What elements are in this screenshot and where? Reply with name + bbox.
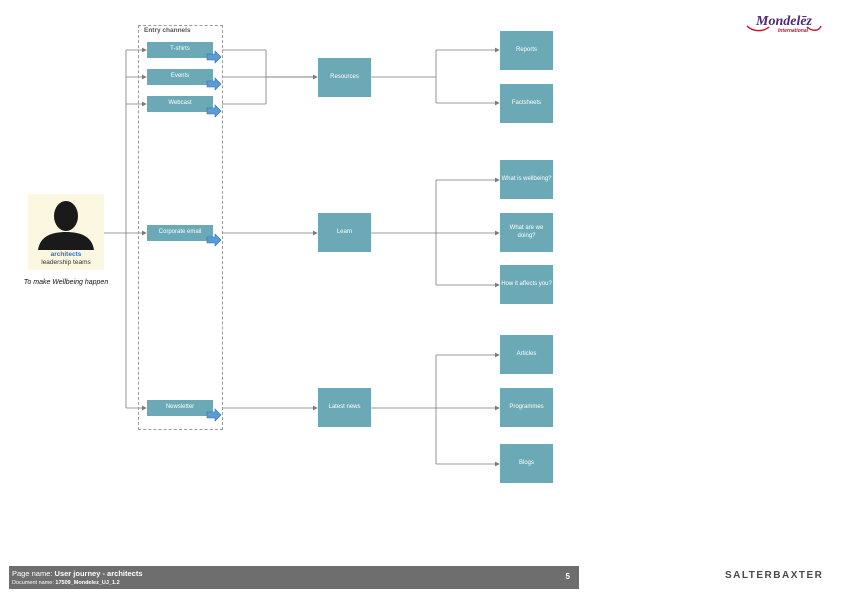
page-name-value: User journey - architects [54,569,143,578]
mondelez-logo: Mondelēz International [746,14,822,34]
hub-label: Latest news [328,403,361,410]
arrow-right-icon [206,233,222,247]
channel-newsletter[interactable]: Newsletter [147,400,213,416]
svg-text:International: International [778,28,809,34]
channel-events[interactable]: Events [147,69,213,85]
entry-channels-title: Entry channels [144,27,191,34]
persona-role: leadership teams [41,259,91,266]
entry-channels-group [138,25,223,430]
persona-name: architects [50,251,82,258]
channel-label: Newsletter [165,404,195,411]
doc-name-label: Document name: [12,580,54,586]
leaf-reports[interactable]: Reports [500,31,553,70]
leaf-what-is-wellbeing[interactable]: What is wellbeing? [500,160,553,199]
channel-tshirts[interactable]: T-shirts [147,42,213,58]
persona-card [28,194,104,270]
leaf-label: Programmes [509,403,544,410]
leaf-label: How it affects you? [501,280,552,287]
agency-logo: SALTERBAXTER [725,570,824,581]
leaf-label: Reports [515,46,537,53]
arrow-right-icon [206,408,222,422]
hub-label: Resources [330,73,359,80]
hub-latest-news[interactable]: Latest news [318,388,371,427]
hub-label: Learn [336,228,353,235]
person-silhouette-icon [38,201,94,250]
svg-text:Mondelēz: Mondelēz [755,14,813,29]
leaf-what-are-we-doing[interactable]: What are we doing? [500,213,553,252]
channel-corporate-email[interactable]: Corporate email [147,225,213,241]
channel-label: T-shirts [170,46,190,53]
leaf-blogs[interactable]: Blogs [500,444,553,483]
hub-learn[interactable]: Learn [318,213,371,252]
footer-page-name: Page name: User journey - architects [12,569,143,578]
leaf-factsheets[interactable]: Factsheets [500,84,553,123]
arrow-right-icon [206,77,222,91]
leaf-label: Blogs [518,459,534,466]
page-number: 5 [565,572,570,581]
leaf-label: What are we doing? [509,225,544,239]
leaf-label: Factsheets [511,99,542,106]
leaf-how-it-affects-you[interactable]: How it affects you? [500,265,553,304]
leaf-articles[interactable]: Articles [500,335,553,374]
leaf-programmes[interactable]: Programmes [500,388,553,427]
hub-resources[interactable]: Resources [318,58,371,97]
leaf-label: Articles [516,350,537,357]
doc-name-value: 17509_Mondelez_UJ_1.2 [55,580,120,586]
channel-label: Corporate email [158,229,202,236]
channel-label: Webcast [168,100,192,107]
arrow-right-icon [206,104,222,118]
channel-webcast[interactable]: Webcast [147,96,213,112]
footer-bar: Page name: User journey - architects Doc… [9,566,579,589]
persona-purpose: To make Wellbeing happen [23,279,109,286]
page-name-label: Page name: [12,569,53,578]
arrow-right-icon [206,50,222,64]
footer-document-name: Document name: 17509_Mondelez_UJ_1.2 [12,580,120,586]
channel-label: Events [170,73,190,80]
leaf-label: What is wellbeing? [501,175,552,182]
